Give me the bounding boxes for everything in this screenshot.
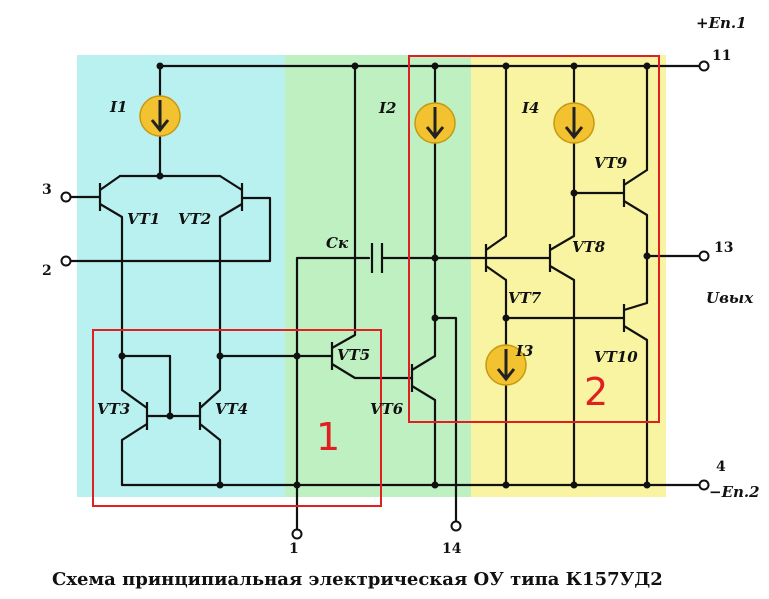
pin-label-14: 14 <box>442 541 462 557</box>
highlight-label-1: 1 <box>316 415 340 459</box>
label-vt3: VT3 <box>97 400 130 418</box>
vt6-collector <box>411 355 436 371</box>
label-capacitor: Cк <box>326 234 349 252</box>
pin-label-1: 1 <box>289 541 299 557</box>
vt2-collector <box>219 203 243 218</box>
label-vt4: VT4 <box>215 400 248 418</box>
vt4-collector <box>199 389 221 409</box>
pin-3-terminal <box>60 191 72 203</box>
pin-4-terminal <box>698 479 710 491</box>
vt2-emitter <box>219 175 243 191</box>
label-vt8: VT8 <box>572 238 606 256</box>
label-output: Uвых <box>706 289 754 307</box>
label-supply-pos: +Eп.1 <box>696 14 747 32</box>
current-source-i3 <box>485 344 527 386</box>
pin-13-terminal <box>698 250 710 262</box>
highlight-label-2: 2 <box>584 370 608 414</box>
vt10-collector <box>623 301 648 312</box>
label-i1: I1 <box>109 98 127 116</box>
label-vt2: VT2 <box>178 210 211 228</box>
junction-dots <box>118 62 651 489</box>
current-source-i4 <box>553 102 595 144</box>
wire-pin1 <box>295 256 371 358</box>
vt9-emitter <box>623 200 648 216</box>
label-i3: I3 <box>515 342 533 360</box>
vt1-collector <box>99 203 123 218</box>
figure-caption: Схема принципиальная электрическая ОУ ти… <box>52 569 663 590</box>
pin-label-13: 13 <box>714 240 733 256</box>
pin-label-11: 11 <box>712 48 731 64</box>
vt8-collector <box>549 235 575 251</box>
pin-label-4: 4 <box>716 459 726 475</box>
label-vt6: VT6 <box>370 400 404 418</box>
wire-pin2 <box>68 196 272 263</box>
pin-2-terminal <box>60 255 72 267</box>
label-i2: I2 <box>378 99 396 117</box>
vt9-collector <box>623 169 648 186</box>
pin-1-terminal <box>291 528 303 540</box>
pin-14-terminal <box>450 520 462 532</box>
label-vt10: VT10 <box>594 348 638 366</box>
label-vt5: VT5 <box>337 346 370 364</box>
label-i4: I4 <box>521 99 539 117</box>
wire-pin14 <box>433 316 458 524</box>
label-vt7: VT7 <box>508 289 542 307</box>
vt10-emitter <box>623 325 648 341</box>
vt7-collector <box>485 235 507 251</box>
label-vt9: VT9 <box>594 154 628 172</box>
zone-input-stage <box>77 55 285 497</box>
vt6-emitter <box>411 385 436 401</box>
vt4-emitter <box>199 423 221 441</box>
current-source-i2 <box>414 102 456 144</box>
pin-11-terminal <box>698 60 710 72</box>
vt3-collector <box>121 389 148 409</box>
vt1-emitter <box>99 175 121 191</box>
vt8-emitter <box>549 265 575 281</box>
current-source-i1 <box>139 95 181 137</box>
vt5-emitter <box>331 363 356 379</box>
vt5-collector <box>331 334 356 349</box>
label-supply-neg: −Eп.2 <box>709 483 760 501</box>
vt7-emitter <box>485 265 507 281</box>
highlight-box-1 <box>92 329 382 507</box>
pin-label-3: 3 <box>42 182 52 198</box>
highlight-box-2 <box>408 55 660 423</box>
vt3-emitter <box>121 423 148 441</box>
label-vt1: VT1 <box>127 210 160 228</box>
pin-label-2: 2 <box>42 263 52 279</box>
